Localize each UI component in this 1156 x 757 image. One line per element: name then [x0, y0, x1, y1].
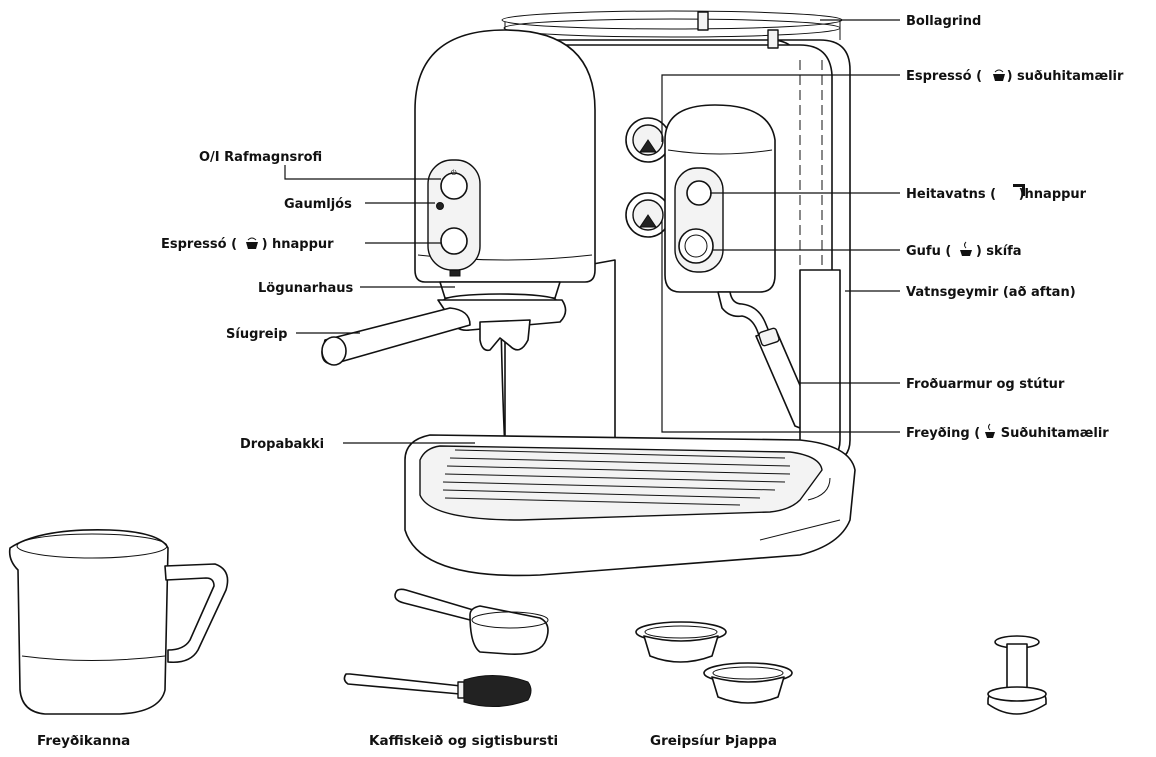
label-brew-head: Lögunarhaus — [258, 281, 353, 296]
indicator-light — [436, 202, 444, 210]
label-water-tank: Vatnsgeymir (að aftan) — [906, 285, 1076, 300]
callout-labels: Bollagrind Espressó ( ) suðuhitamælir O/… — [161, 14, 1124, 452]
hot-water-button — [686, 180, 712, 206]
caption-spoon-brush: Kaffiskeið og sigtisbursti — [369, 733, 558, 749]
filter-basket-double — [703, 662, 793, 704]
espresso-machine: ⏻ — [321, 10, 856, 577]
label-indicator-light: Gaumljós — [284, 197, 352, 212]
sieve-brush — [343, 673, 532, 708]
espresso-button — [440, 227, 468, 255]
label-steam-dial: Gufu ( ) skífa — [906, 244, 1022, 259]
caption-pitcher: Freyðikanna — [37, 733, 130, 749]
leader-lines — [284, 19, 900, 444]
frothing-pitcher — [8, 529, 229, 715]
espresso-thermometer — [625, 117, 671, 163]
label-portafilter: Síugreip — [226, 327, 287, 342]
svg-text:⏻: ⏻ — [451, 169, 457, 177]
filter-basket-single — [635, 621, 727, 663]
brew-head — [439, 281, 561, 299]
label-drip-tray: Dropabakki — [240, 437, 324, 452]
label-frothing-thermometer: Freyðing ( Suðuhitamælir — [906, 426, 1109, 441]
steam-icon — [960, 241, 972, 256]
label-hot-water-button: Heitavatns ( )hnappur — [906, 187, 1087, 202]
hot-water-icon — [1013, 184, 1025, 196]
coffee-spoon — [394, 588, 549, 656]
label-espresso-thermometer: Espressó ( ) suðuhitamælir — [906, 69, 1124, 84]
drip-tray — [404, 434, 856, 577]
label-cup-rack: Bollagrind — [906, 14, 981, 29]
label-espresso-button: Espressó ( ) hnappur — [161, 237, 334, 252]
portafilter — [321, 299, 567, 366]
steam-dial — [678, 228, 714, 264]
power-switch — [440, 172, 468, 200]
caption-filters-tamper: Greipsíur Þjappa — [650, 733, 777, 749]
label-frothing-arm: Froðuarmur og stútur — [906, 377, 1065, 392]
label-power-switch: O/I Rafmagnsrofi — [199, 150, 322, 165]
tamper — [987, 635, 1047, 715]
frothing-thermometer — [625, 192, 671, 238]
espresso-cup-icon — [246, 237, 258, 249]
espresso-cup-icon — [993, 69, 1005, 81]
frothing-icon — [985, 423, 995, 438]
